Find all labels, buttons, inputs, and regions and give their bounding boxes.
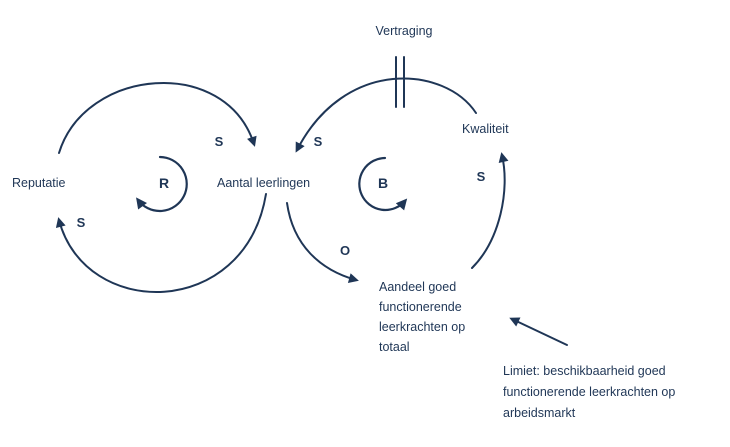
label-aandeel-line-2: functionerende [379,300,462,314]
label-vertraging: Vertraging [376,24,433,38]
label-reputatie: Reputatie [12,176,66,190]
polarity-s-kwaliteit-to-aantal: S [314,134,323,149]
delay-marks-icon [395,56,405,108]
arc-aandeel-to-kwaliteit [471,152,509,269]
label-kwaliteit: Kwaliteit [462,122,509,136]
loop-r-label: R [159,175,169,191]
label-limiet-line-3: arbeidsmarkt [503,406,576,420]
arrow-limiet-to-aandeel [509,317,568,346]
label-aandeel-goed: Aandeel goed functionerende leerkrachten… [379,280,465,354]
arc-reputatie-to-aantal-leerlingen [58,82,257,154]
label-aandeel-line-4: totaal [379,340,410,354]
loop-b-arrow-icon [358,156,408,212]
polarity-o-aantal-to-aandeel: O [340,243,350,258]
label-aandeel-line-1: Aandeel goed [379,280,456,294]
arc-aantal-leerlingen-to-aandeel [286,202,359,283]
loop-r-arrow-icon [136,155,188,213]
label-limiet: Limiet: beschikbaarheid goed functionere… [503,364,675,420]
label-limiet-line-1: Limiet: beschikbaarheid goed [503,364,666,378]
label-limiet-line-2: functionerende leerkrachten op [503,385,675,399]
polarity-s-reputatie-to-aantal: S [215,134,224,149]
loop-b-label: B [378,175,388,191]
arc-kwaliteit-to-aantal-leerlingen [295,77,477,153]
polarity-s-aantal-to-reputatie: S [77,215,86,230]
arc-aantal-leerlingen-to-reputatie [55,193,267,293]
label-aandeel-line-3: leerkrachten op [379,320,465,334]
polarity-s-aandeel-to-kwaliteit: S [477,169,486,184]
label-aantal-leerlingen: Aantal leerlingen [217,176,310,190]
